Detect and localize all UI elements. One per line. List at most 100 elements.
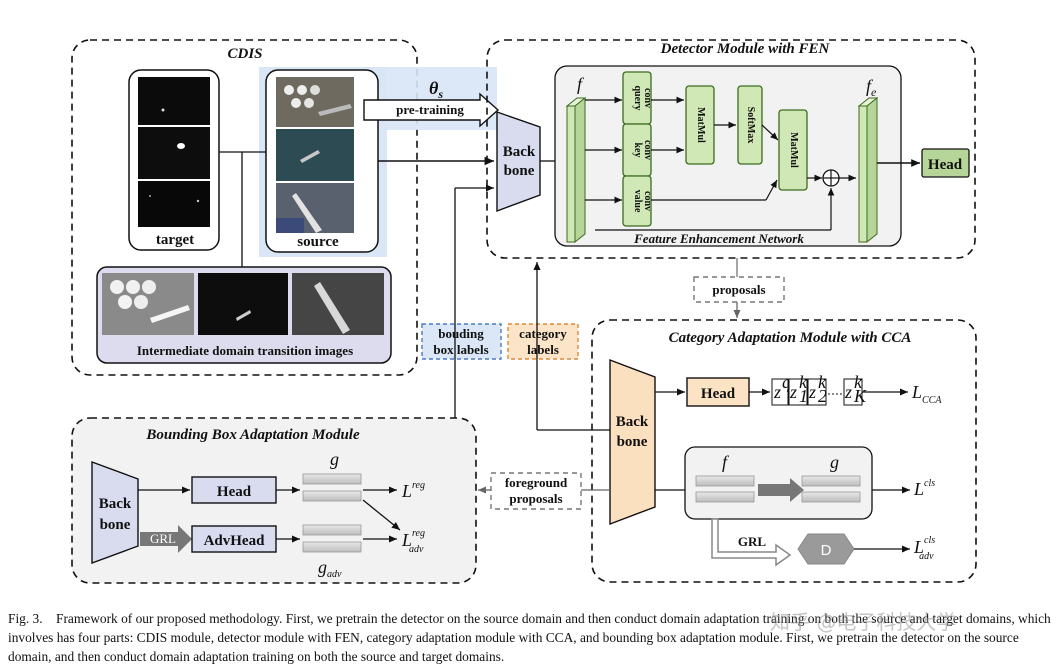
add-operator-icon <box>822 169 840 187</box>
svg-text:category: category <box>519 326 567 341</box>
cca-backbone <box>609 358 656 526</box>
svg-text:labels: labels <box>527 342 559 357</box>
fe-label: fe <box>866 76 877 99</box>
loss-cca: LCCA <box>911 382 942 406</box>
framework-diagram: CDIS target source <box>71 39 977 584</box>
cca-title: Category Adaptation Module with CCA <box>669 330 912 346</box>
detector-title: Detector Module with FEN <box>660 41 831 57</box>
fe-feature-block <box>858 105 868 243</box>
svg-text:z: z <box>773 382 781 402</box>
cca-g-feature <box>801 475 861 503</box>
proposals-label: proposals <box>712 282 765 297</box>
source-label: source <box>297 234 339 250</box>
svg-text:k: k <box>818 372 827 392</box>
fen-label: Feature Enhancement Network <box>633 231 804 246</box>
svg-text:z: z <box>789 382 797 402</box>
figure-caption: Fig. 3. Framework of our proposed method… <box>8 609 1053 666</box>
bba-gadv-label: gadv <box>318 557 342 580</box>
bba-advhead <box>191 525 277 553</box>
caption-prefix: Fig. 3. <box>8 611 43 626</box>
bba-g-feature <box>302 473 362 502</box>
svg-text:MatMul: MatMul <box>695 107 706 143</box>
key-conv: key conv <box>622 123 653 177</box>
f-feature-block <box>566 105 576 243</box>
svg-text:value: value <box>632 190 643 213</box>
pretraining-path: θs pre-training <box>363 67 500 166</box>
cdis-title: CDIS <box>227 46 262 62</box>
query-conv: query conv <box>622 71 653 125</box>
svg-text:AdvHead: AdvHead <box>204 533 266 549</box>
svg-text:bouding: bouding <box>438 326 484 341</box>
pretraining-arrow <box>363 92 500 128</box>
cca-f-feature <box>695 475 755 503</box>
softmax: SoftMax <box>737 85 763 165</box>
cca-transfer-arrow <box>758 478 804 502</box>
cca-grl-arrow <box>711 518 792 567</box>
svg-text:z: z <box>844 382 852 402</box>
pretraining-label: pre-training <box>396 102 464 117</box>
f-label: f <box>577 74 585 94</box>
fen-panel <box>554 65 902 247</box>
svg-text:Back: Back <box>99 496 132 512</box>
detector-backbone <box>496 111 541 213</box>
matmul-2: MatMul <box>778 109 808 191</box>
svg-text:MatMul: MatMul <box>788 132 799 168</box>
svg-text:key: key <box>632 143 643 158</box>
detector-head <box>921 148 970 178</box>
svg-text:D: D <box>821 542 832 559</box>
target-label: target <box>156 232 194 248</box>
cca-g-label: g <box>830 452 839 472</box>
svg-text:box labels: box labels <box>433 342 488 357</box>
detector-backbone-line2: bone <box>504 163 535 179</box>
svg-text:2: 2 <box>818 386 827 406</box>
category-labels-box: category labels <box>507 323 579 360</box>
target-images: target <box>128 69 220 251</box>
svg-text:conv: conv <box>642 140 653 160</box>
intermediate-label: Intermediate domain transition images <box>137 343 353 358</box>
svg-text:k: k <box>854 372 863 392</box>
svg-text:1: 1 <box>799 386 808 406</box>
value-conv: value conv <box>622 175 653 227</box>
theta-symbol: θs <box>429 78 443 101</box>
svg-text:bone: bone <box>100 517 131 533</box>
bba-module: Bounding Box Adaptation Module Back bone… <box>71 417 477 584</box>
source-images: source <box>265 69 379 253</box>
svg-text:K: K <box>853 386 867 406</box>
svg-text:Head: Head <box>217 484 252 500</box>
bba-g-label: g <box>330 449 339 469</box>
bba-head <box>191 476 277 504</box>
matmul-1: MatMul <box>685 85 715 165</box>
bba-title: Bounding Box Adaptation Module <box>145 427 360 443</box>
bba-backbone <box>91 460 139 565</box>
svg-text:SoftMax: SoftMax <box>745 107 756 144</box>
proposals-box: proposals <box>693 258 785 318</box>
svg-text:q: q <box>782 372 791 392</box>
bba-gadv-feature <box>302 524 362 553</box>
svg-text:conv: conv <box>642 191 653 211</box>
bba-grl-label: GRL <box>150 531 176 546</box>
watermark: 知乎 @电子科技大学 <box>770 610 957 634</box>
svg-text:proposals: proposals <box>509 491 562 506</box>
loss-reg: Lreg <box>401 480 425 501</box>
bbox-labels-box: bouding box labels <box>421 323 502 360</box>
cca-f-label: f <box>722 452 730 472</box>
loss-cls: Lcls <box>913 478 935 499</box>
foreground-proposals-box: foreground proposals <box>478 472 610 510</box>
svg-text:bone: bone <box>617 434 648 450</box>
cca-grl-label: GRL <box>738 534 767 549</box>
intermediate-images: Intermediate domain transition images <box>96 266 392 364</box>
detector-head-label: Head <box>928 157 963 173</box>
svg-text:k: k <box>799 372 808 392</box>
svg-text:foreground: foreground <box>505 475 568 490</box>
cdis-module: CDIS target source <box>71 39 418 376</box>
cca-module: Category Adaptation Module with CCA Back… <box>591 319 977 583</box>
svg-text:Head: Head <box>701 386 736 402</box>
svg-text:Back: Back <box>616 414 649 430</box>
detector-module: Detector Module with FEN Back bone f que… <box>486 39 976 259</box>
svg-text:conv: conv <box>642 88 653 108</box>
detector-backbone-line1: Back <box>503 144 536 160</box>
bba-grl-arrow <box>140 525 192 553</box>
